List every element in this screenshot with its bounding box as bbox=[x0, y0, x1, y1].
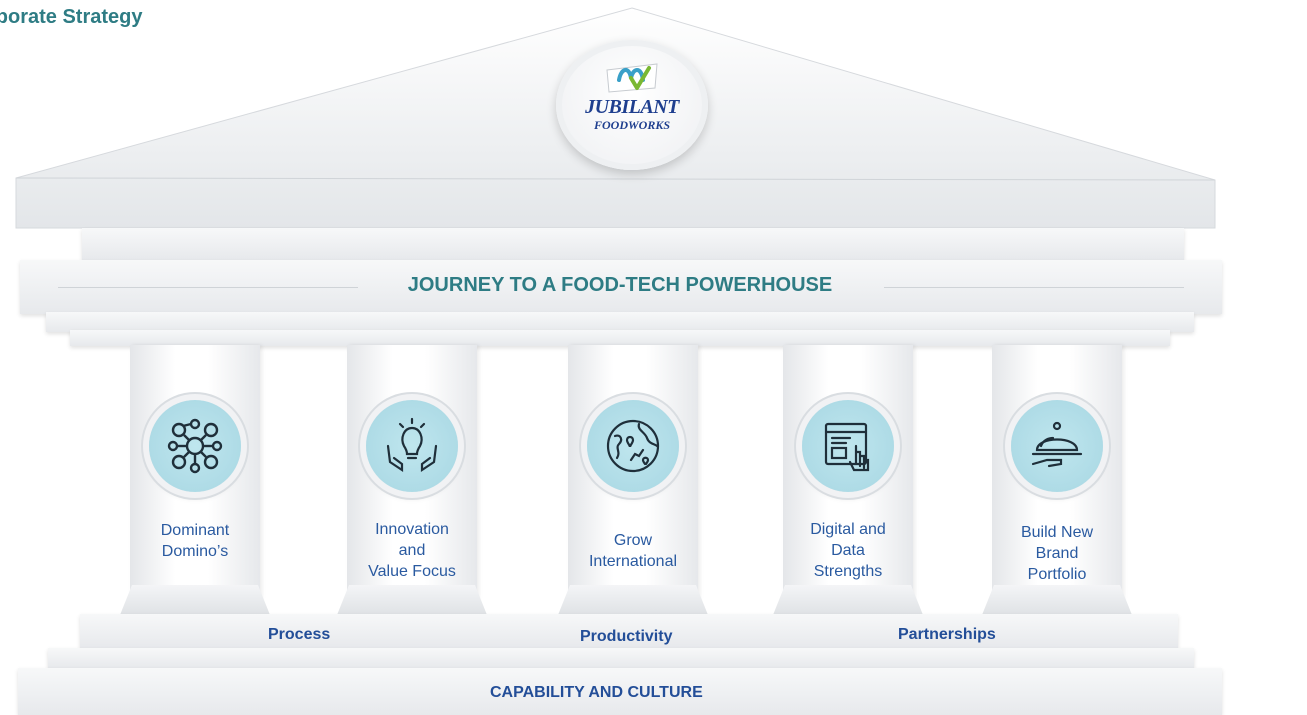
band-line-right bbox=[884, 287, 1184, 288]
pillar-base bbox=[120, 585, 270, 615]
pillar-base bbox=[558, 585, 708, 615]
foundation-step-upper bbox=[80, 614, 1178, 648]
cloche-serving-icon bbox=[1011, 400, 1103, 492]
foundation-label-productivity: Productivity bbox=[580, 628, 673, 645]
company-emblem bbox=[556, 40, 708, 170]
logo-wordmark: JUBILANT bbox=[585, 96, 679, 118]
pillar-base bbox=[773, 585, 923, 615]
pillar-label-innovation: Innovation and Value Focus bbox=[368, 521, 456, 580]
pillar-label-dominant-dominos: Dominant Domino’s bbox=[160, 522, 230, 560]
pillar-label-grow-international: Grow International bbox=[588, 532, 678, 570]
globe-location-icon bbox=[587, 400, 679, 492]
foundation-base-label: CAPABILITY AND CULTURE bbox=[490, 684, 703, 701]
foundation-step-middle bbox=[48, 648, 1194, 668]
cornice-slab bbox=[82, 228, 1184, 260]
pillar-base bbox=[337, 585, 487, 615]
architrave-lower-slab bbox=[70, 330, 1170, 346]
pillar-base bbox=[982, 585, 1132, 615]
foundation-label-process: Process bbox=[268, 626, 331, 643]
band-line-left bbox=[58, 287, 358, 288]
foundation-label-partnerships: Partnerships bbox=[898, 626, 996, 643]
lightbulb-hands-icon bbox=[366, 400, 458, 492]
logo-bird-icon bbox=[606, 63, 658, 93]
band-title: JOURNEY TO A FOOD-TECH POWERHOUSE bbox=[407, 274, 833, 296]
page-title: rporate Strategy bbox=[0, 6, 143, 28]
logo-subtitle: FOODWORKS bbox=[593, 118, 671, 132]
digital-screen-touch-icon bbox=[802, 400, 894, 492]
pillar-label-digital-data: Digital and Data Strengths bbox=[810, 521, 886, 580]
network-nodes-icon bbox=[149, 400, 241, 492]
architrave-slab bbox=[46, 312, 1194, 332]
pillar-label-new-brands: Build New Brand Portfolio bbox=[1020, 524, 1094, 583]
foundation-step-base bbox=[18, 668, 1222, 715]
